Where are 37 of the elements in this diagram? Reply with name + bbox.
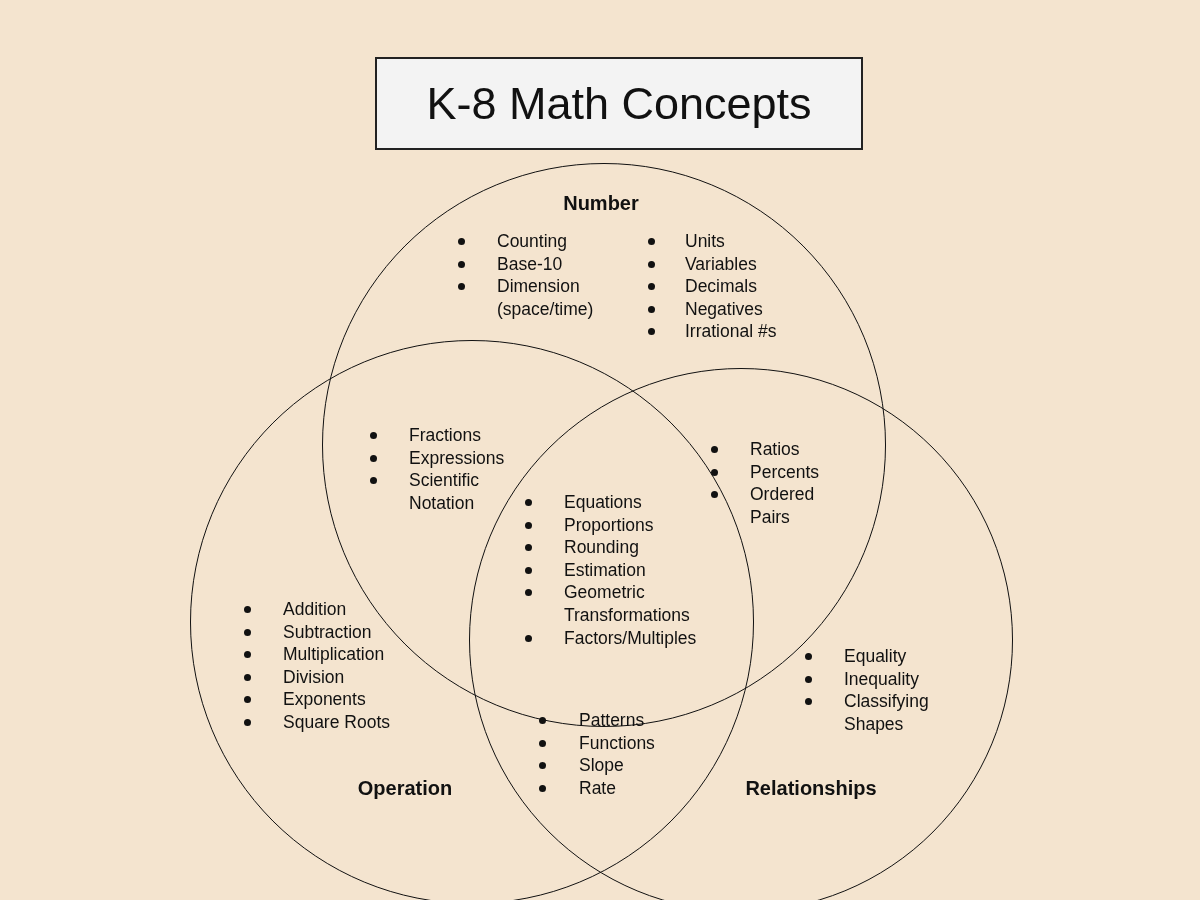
list-item: Equality (844, 645, 908, 668)
list-item: Irrational #s (685, 320, 778, 343)
list-item: Scientific Notation (409, 469, 481, 515)
list-item: Dimension (space/time) (497, 275, 595, 321)
circle-heading: Operation (357, 777, 453, 800)
list-item: Percents (750, 460, 821, 484)
list-item: Proportions (564, 513, 655, 537)
list-item: Inequality (844, 667, 920, 691)
list-item: Subtraction (283, 620, 373, 644)
circle-heading: Number (563, 192, 639, 215)
list-item: Fractions (409, 424, 482, 447)
list-item: Equations (564, 491, 643, 514)
list-item: Division (283, 665, 346, 689)
list-item: Multiplication (283, 643, 386, 666)
list-item: Ratios (750, 438, 801, 461)
title-box: K-8 Math Concepts (375, 57, 863, 150)
list-item: Variables (685, 252, 758, 276)
list-item: Counting (497, 230, 569, 253)
list-item: Square Roots (283, 711, 391, 734)
list-item: Negatives (685, 297, 764, 321)
list-item: Decimals (685, 275, 758, 298)
list-item: Rate (579, 776, 617, 800)
list-item: Estimation (564, 558, 647, 582)
list-item: Functions (579, 731, 656, 755)
list-item: Expressions (409, 446, 506, 470)
list-item: Exponents (283, 688, 367, 711)
circle-heading: Relationships (745, 777, 877, 800)
list-item: Addition (283, 598, 348, 621)
list-item: Classifying Shapes (844, 690, 930, 736)
list-item: Units (685, 230, 726, 253)
list-item: Factors/Multiples (564, 626, 698, 650)
list-item: Patterns (579, 709, 646, 732)
list-item: Ordered Pairs (750, 483, 816, 529)
list-item: Rounding (564, 536, 640, 559)
list-item: Geometric Transformations (564, 581, 691, 627)
list-item: Slope (579, 754, 625, 777)
list-item: Base-10 (497, 252, 564, 276)
